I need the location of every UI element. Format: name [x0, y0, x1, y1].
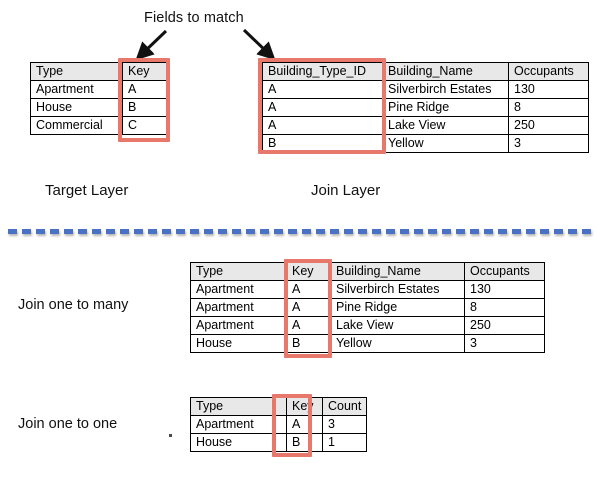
cell-building-type-id: A [262, 80, 383, 99]
table-row: House B [30, 98, 169, 117]
cell-key: B [286, 334, 331, 353]
cell-building-type-id: A [262, 116, 383, 135]
column-header-count: Count [322, 397, 367, 416]
column-header-occupants: Occupants [508, 62, 589, 81]
cell-key: A [286, 415, 323, 434]
cell-key: B [286, 433, 323, 452]
cell-type: House [190, 334, 287, 353]
cell-building-name: Pine Ridge [330, 298, 465, 317]
cell-building-name: Pine Ridge [382, 98, 509, 117]
arrow-to-join-key-icon [242, 28, 276, 61]
cell-building-name: Lake View [382, 116, 509, 135]
cell-building-name: Yellow [382, 134, 509, 153]
stray-dot-artifact [169, 434, 172, 437]
join-one-to-one-label: Join one to one [18, 416, 118, 432]
column-header-type: Type [190, 262, 287, 281]
table-row: A Lake View 250 [262, 116, 589, 135]
column-header-building-name: Building_Name [382, 62, 509, 81]
column-header-key: Key [122, 62, 169, 81]
cell-occupants: 3 [464, 334, 545, 353]
table-header-row: Building_Type_ID Building_Name Occupants [262, 62, 589, 81]
column-header-type: Type [190, 397, 287, 416]
cell-type: House [30, 98, 123, 117]
table-row: Apartment A [30, 80, 169, 99]
join-layer-table: Building_Type_ID Building_Name Occupants… [262, 62, 589, 153]
join-one-to-many-label: Join one to many [18, 297, 129, 313]
column-header-key: Key [286, 397, 323, 416]
cell-occupants: 3 [508, 134, 589, 153]
cell-type: Apartment [190, 316, 287, 335]
table-row: Apartment A Lake View 250 [190, 316, 545, 335]
cell-occupants: 8 [464, 298, 545, 317]
cell-type: Apartment [30, 80, 123, 99]
cell-building-name: Silverbirch Estates [330, 280, 465, 299]
join-one-to-one-table: Type Key Count Apartment A 3 House B 1 [190, 397, 367, 452]
cell-building-name: Lake View [330, 316, 465, 335]
cell-type: Commercial [30, 116, 123, 135]
cell-occupants: 130 [464, 280, 545, 299]
cell-type: Apartment [190, 280, 287, 299]
cell-count: 3 [322, 415, 367, 434]
cell-key: A [122, 80, 169, 99]
table-row: B Yellow 3 [262, 134, 589, 153]
cell-type: Apartment [190, 415, 287, 434]
column-header-building-name: Building_Name [330, 262, 465, 281]
table-header-row: Type Key Count [190, 397, 367, 416]
cell-type: Apartment [190, 298, 287, 317]
cell-building-type-id: A [262, 98, 383, 117]
column-header-key: Key [286, 262, 331, 281]
column-header-occupants: Occupants [464, 262, 545, 281]
cell-key: C [122, 116, 169, 135]
table-row: Commercial C [30, 116, 169, 135]
column-header-type: Type [30, 62, 123, 81]
table-row: Apartment A 3 [190, 415, 367, 434]
target-layer-table: Type Key Apartment A House B Commercial … [30, 62, 169, 135]
table-row: A Silverbirch Estates 130 [262, 80, 589, 99]
table-row: House B 1 [190, 433, 367, 452]
arrow-to-target-key-icon [135, 29, 168, 61]
join-one-to-many-table: Type Key Building_Name Occupants Apartme… [190, 262, 545, 353]
cell-type: House [190, 433, 287, 452]
cell-key: A [286, 316, 331, 335]
cell-count: 1 [322, 433, 367, 452]
cell-key: A [286, 298, 331, 317]
cell-building-type-id: B [262, 134, 383, 153]
column-header-building-type-id: Building_Type_ID [262, 62, 383, 81]
cell-occupants: 250 [464, 316, 545, 335]
join-layer-caption: Join Layer [311, 182, 381, 199]
table-header-row: Type Key Building_Name Occupants [190, 262, 545, 281]
section-divider [8, 229, 592, 234]
table-row: A Pine Ridge 8 [262, 98, 589, 117]
cell-occupants: 8 [508, 98, 589, 117]
cell-key: A [286, 280, 331, 299]
table-row: House B Yellow 3 [190, 334, 545, 353]
cell-occupants: 130 [508, 80, 589, 99]
page-title: Fields to match [144, 10, 244, 26]
cell-building-name: Silverbirch Estates [382, 80, 509, 99]
table-row: Apartment A Pine Ridge 8 [190, 298, 545, 317]
cell-building-name: Yellow [330, 334, 465, 353]
table-header-row: Type Key [30, 62, 169, 81]
target-layer-caption: Target Layer [45, 182, 129, 199]
table-row: Apartment A Silverbirch Estates 130 [190, 280, 545, 299]
cell-occupants: 250 [508, 116, 589, 135]
cell-key: B [122, 98, 169, 117]
